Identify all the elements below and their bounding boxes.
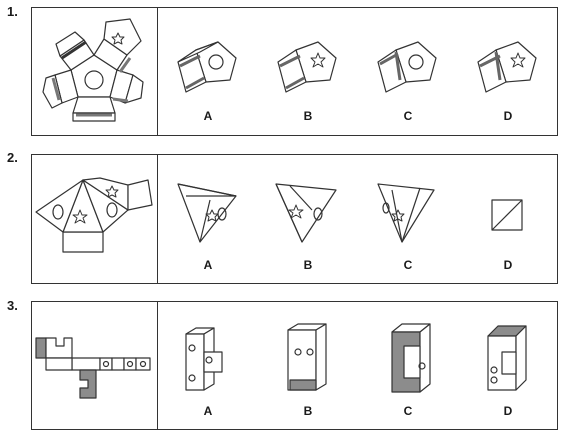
question-3-divider (157, 301, 158, 430)
q2-option-c-star-icon (391, 209, 405, 222)
question-1-divider (157, 7, 158, 136)
q2-net-star2-icon (105, 185, 119, 198)
q2-option-d-figure (491, 199, 523, 231)
q1-option-b-star-icon (310, 52, 326, 68)
question-1-number: 1. (7, 4, 18, 19)
q3-option-d-figure (487, 325, 527, 391)
q1-option-b-label[interactable]: B (303, 109, 313, 123)
q2-option-c-label[interactable]: C (403, 258, 413, 272)
q1-option-d-star-icon (510, 52, 526, 68)
question-3-panel (31, 301, 558, 430)
q1-option-a-label[interactable]: A (203, 109, 213, 123)
q2-option-d-label[interactable]: D (503, 258, 513, 272)
q1-net-star-icon (111, 32, 125, 45)
q2-option-b-star-icon (288, 204, 304, 219)
q2-option-a-figure (177, 183, 237, 243)
q1-option-b-figure (277, 41, 337, 93)
q2-option-a-label[interactable]: A (203, 258, 213, 272)
q3-net (35, 337, 151, 399)
q3-option-d-label[interactable]: D (503, 404, 513, 418)
question-1-panel (31, 7, 558, 136)
question-3-number: 3. (7, 298, 18, 313)
question-2-number: 2. (7, 150, 18, 165)
q1-option-c-figure (377, 41, 437, 93)
q3-option-c-label[interactable]: C (403, 404, 413, 418)
q2-option-a-star-icon (205, 209, 219, 222)
q3-option-b-label[interactable]: B (303, 404, 313, 418)
q3-option-b-figure (287, 323, 327, 391)
q1-option-d-figure (477, 41, 537, 93)
q1-net (42, 18, 144, 122)
q2-net (35, 177, 153, 253)
q3-option-c-figure (391, 323, 431, 393)
q3-option-a-figure (185, 327, 223, 391)
q3-option-a-label[interactable]: A (203, 404, 213, 418)
question-2-panel (31, 154, 558, 284)
q2-net-star-icon (72, 209, 88, 224)
q2-option-c-figure (377, 183, 435, 243)
q1-option-c-label[interactable]: C (403, 109, 413, 123)
q1-option-a-figure (177, 41, 237, 93)
q2-option-b-label[interactable]: B (303, 258, 313, 272)
question-2-divider (157, 154, 158, 284)
q2-option-b-figure (275, 183, 337, 243)
q1-option-d-label[interactable]: D (503, 109, 513, 123)
